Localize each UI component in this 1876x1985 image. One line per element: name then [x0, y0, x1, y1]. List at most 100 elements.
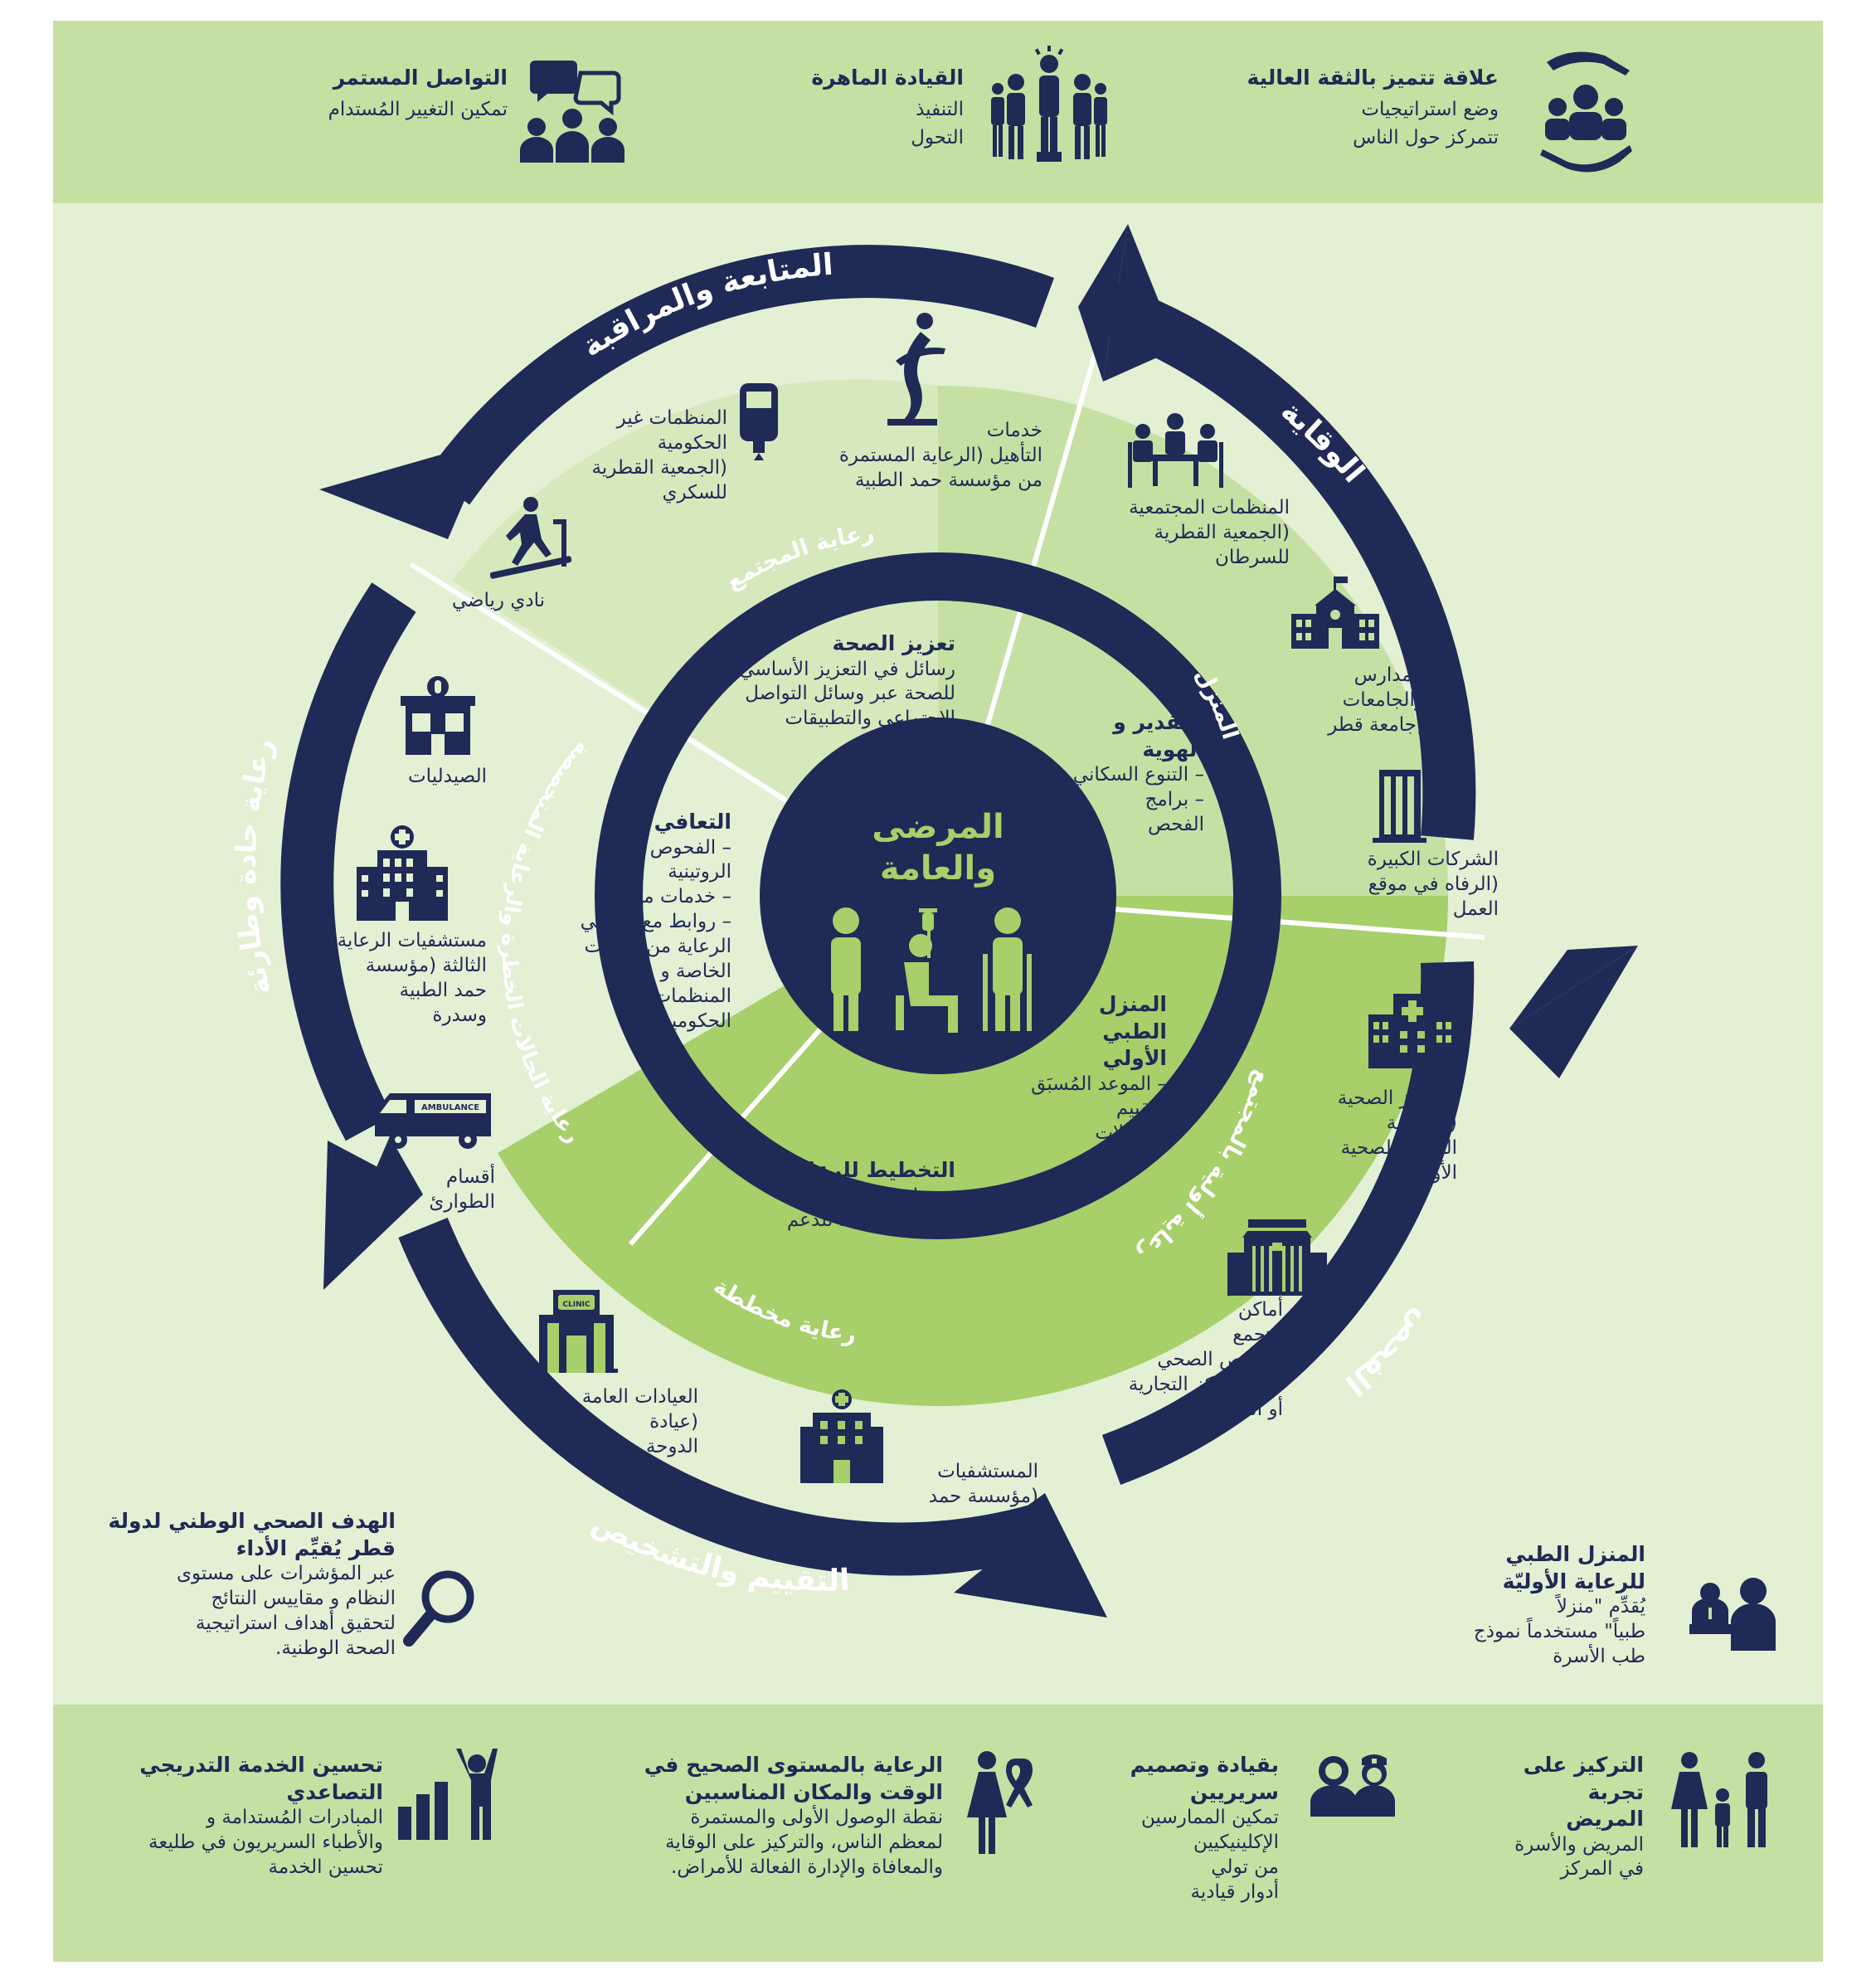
meeting-table-icon: [1128, 413, 1223, 488]
clinicians-icon: [1310, 1754, 1395, 1817]
health-center-icon: [1368, 994, 1456, 1068]
inner-ring: [595, 552, 1281, 1239]
office-building-icon: [1373, 770, 1426, 843]
bottom-item2-title: سريريين: [1189, 1779, 1279, 1804]
top-item1-title: علاقة تتميز بالثقة العالية: [1247, 66, 1499, 90]
top-item2-line2: التحول: [911, 127, 964, 148]
ring-arrowheads: [319, 224, 1638, 1618]
bottom-item3: الرعاية بالمستوى الصحيح في الوقت والمكان…: [644, 1752, 943, 1880]
leadership-icon: [991, 46, 1107, 162]
top-item3-title: التواصل المستمر: [333, 66, 508, 90]
item-hospitals: المستشفيات (مؤسسة حمد الطبية: [929, 1460, 1038, 1535]
item-hospitals-line: الطبية: [989, 1510, 1038, 1532]
side-note-right-line: يُقدِّم "منزلاً: [1556, 1596, 1645, 1618]
item-health-centers-line: الأولية: [1410, 1161, 1457, 1184]
sector-recovery-line: الروتينية: [668, 861, 731, 883]
sector-appreciation: التقدير و الهوية – التنوع السكاني – برام…: [1005, 709, 1204, 838]
item-clinics: العيادات العامة (عيادة الدوحة: [582, 1385, 698, 1460]
ring-label-acute: رعاية حادة وطارئة: [230, 734, 281, 998]
sector-promotion-line: رسائل في التعزيز الأساسي: [739, 658, 955, 680]
side-note-left-line: لتحقيق أهداف استراتيجية: [195, 1612, 396, 1634]
bottom-item4-line: والأطباء السريريون في طليعة: [148, 1831, 383, 1853]
side-note-right-title: للرعاية الأوليّة: [1502, 1569, 1645, 1593]
sector-recovery-line: – الفحوص: [649, 836, 731, 859]
sector-planning: التخطيط للرعاية – خطة فردية للرعاية وخطط…: [690, 1157, 955, 1233]
sector-recovery-line: المنظمات غير: [620, 985, 731, 1007]
clinic-sign-text: CLINIC: [562, 1301, 591, 1309]
item-companies-line: الشركات الكبيرة: [1367, 849, 1499, 870]
item-ngo-diabetes-line: المنظمات غير: [616, 407, 727, 429]
sector-planning-line: للرعاية وخطط للدعم: [786, 1209, 955, 1232]
sector-recovery-line: الرعاية من الجهات: [584, 936, 731, 958]
side-note-right: المنزل الطبي للرعاية الأوليّة يُقدِّم "م…: [1397, 1541, 1645, 1670]
side-note-left-title: قطر يُقيِّم الأداء: [236, 1535, 396, 1560]
bottom-item1-line: في المركز: [1560, 1858, 1644, 1880]
item-malls-line: أو المجمعات: [1183, 1398, 1283, 1420]
sector-medical-home-line: والإحالات: [1095, 1122, 1167, 1145]
item-companies-line: العمل: [1452, 898, 1499, 920]
item-pharmacies-line: الصيدليات: [408, 766, 487, 787]
item-emergency-line: الطوارئ: [429, 1190, 495, 1213]
item-rehab-line: التأهيل (الرعاية المستمرة: [838, 444, 1042, 466]
growth-person-icon: [398, 1749, 498, 1840]
item-health-centers-line: (مؤسسة: [1386, 1112, 1457, 1134]
item-pharmacies: الصيدليات: [408, 765, 487, 790]
ring-label-followup: المتابعة والمراقبة: [576, 248, 834, 364]
item-community-orgs: المنظمات المجتمعية (الجمعية القطرية للسر…: [1129, 496, 1290, 571]
pharmacy-icon: [401, 676, 475, 755]
item-schools-line: المدارس: [1354, 664, 1424, 686]
sector-medical-home-title: الطبي: [1102, 1019, 1167, 1044]
arrowhead: [319, 481, 473, 539]
item-rehab: خدمات التأهيل (الرعاية المستمرة من مؤسسة…: [839, 419, 1042, 494]
bottom-item2-line: أدوار قيادية: [1190, 1880, 1279, 1903]
item-clinics-line: الدوحة: [645, 1435, 698, 1457]
sector-promotion-line: الاجتماعي والتطبيقات: [785, 708, 955, 730]
bottom-item1-line: المريض والأسرة: [1514, 1833, 1644, 1856]
ring-segment-followup: [425, 245, 1054, 505]
sector-appreciation-title: الهوية: [1142, 737, 1204, 761]
bottom-item1-title: التركيز على: [1523, 1753, 1644, 1777]
center-title-line1: المرضى: [872, 808, 1004, 846]
item-tertiary-line: حمد الطبية: [399, 979, 487, 1001]
item-tertiary-line: مستشفيات الرعاية: [337, 930, 487, 951]
ribbon-woman-icon: [967, 1751, 1033, 1854]
item-rehab-line: خدمات: [986, 420, 1042, 441]
people-care-icon: [1540, 51, 1632, 173]
bottom-item3-line: نقطة الوصول الأولى والمستمرة: [690, 1807, 943, 1828]
item-malls-line: التجمع: [1232, 1323, 1283, 1345]
clinic-icon: CLINIC: [535, 1290, 618, 1373]
sector-appreciation-line: – برامج: [1145, 788, 1204, 810]
item-emergency-line: أقسام: [445, 1166, 495, 1188]
side-note-right-title: المنزل الطبي: [1505, 1542, 1645, 1566]
bottom-item1-title: تجربة: [1587, 1779, 1644, 1804]
sector-planning-line: – خطة فردية: [852, 1185, 955, 1207]
top-item3-line1: تمكين التغيير المُستدام: [328, 99, 508, 120]
sector-recovery-line: – خدمات معافاة: [604, 886, 731, 908]
sector-medical-home-line: التقييم: [1115, 1097, 1167, 1120]
ring-segment-assessment: [398, 1217, 1044, 1576]
tertiary-hospital-icon: [357, 825, 448, 921]
bottom-item2-line: تمكين الممارسين: [1141, 1807, 1279, 1828]
item-tertiary-line: وسدرة: [432, 1004, 487, 1026]
sector-acute: [385, 581, 939, 1153]
ring-segment-prevention: [1094, 281, 1476, 840]
bottom-item3-line: والمعافاة والإدارة الفعالة للأمراض.: [670, 1856, 943, 1878]
item-community-orgs-line: للسرطان: [1214, 546, 1290, 568]
sector-recovery-line: الخاصة و: [660, 960, 731, 982]
bottom-item3-title: الرعاية بالمستوى الصحيح في: [644, 1753, 943, 1777]
item-community-orgs-line: المنظمات المجتمعية: [1129, 497, 1290, 518]
item-health-centers: المراكز الصحية (مؤسسة الرعاية الصحية الأ…: [1338, 1087, 1457, 1186]
ring-label-screening: الفحص: [1339, 1304, 1439, 1402]
item-tertiary-line: الثالثة (مؤسسة: [365, 954, 487, 976]
hospital-icon: [800, 1389, 883, 1483]
bottom-item2-line: من تولي: [1211, 1856, 1279, 1878]
bottom-item1: التركيز على تجربة المريض المريض والأسرة …: [1514, 1752, 1644, 1882]
sector-recovery-line: الحكومية: [661, 1010, 731, 1032]
side-note-left-line: عبر المؤشرات على مستوى: [176, 1563, 396, 1584]
sector-medical-home: المنزل الطبي الأولي – الموعد المُسبَق ال…: [968, 991, 1167, 1146]
bottom-item2: بقيادة وتصميم سريريين تمكين الممارسين ال…: [1130, 1752, 1279, 1905]
bottom-item4-line: المبادرات المُستدامة و: [206, 1807, 383, 1828]
sector-medical-home-line: – الموعد المُسبَق: [1031, 1073, 1167, 1095]
ambulance-label: AMBULANCE: [421, 1103, 479, 1112]
